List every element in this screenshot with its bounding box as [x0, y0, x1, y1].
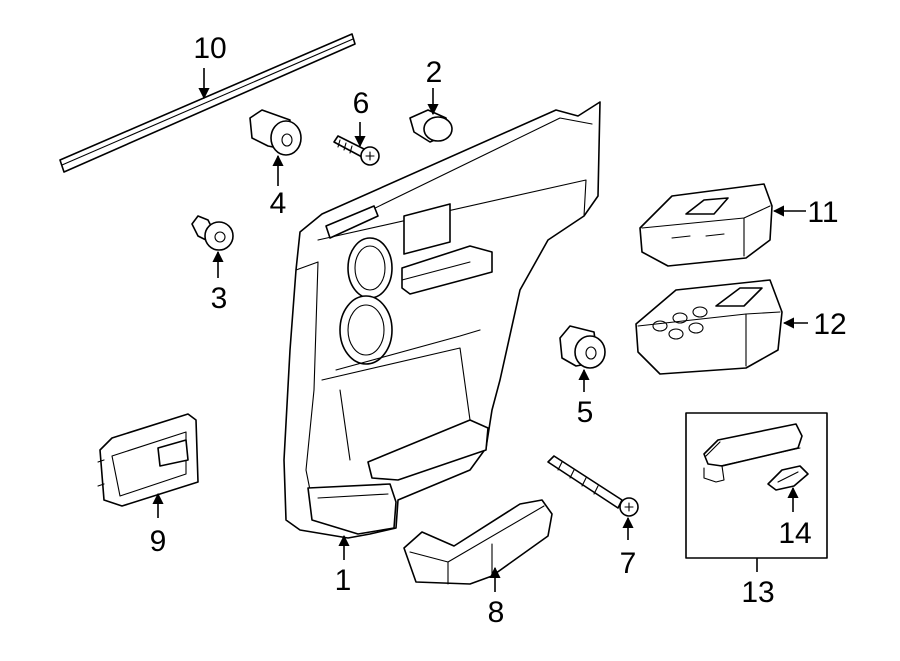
callout-5: 5 [577, 396, 594, 429]
part-8-pull-handle [403, 499, 553, 585]
callout-4: 4 [270, 187, 287, 220]
callout-2: 2 [426, 56, 443, 89]
callout-7: 7 [620, 547, 637, 580]
callout-12: 12 [813, 308, 846, 341]
callout-10: 10 [193, 32, 226, 65]
callout-13: 13 [741, 576, 774, 609]
callout-11: 11 [807, 196, 838, 229]
part-7-bolt [547, 455, 639, 517]
part-13-kit-box [685, 412, 828, 559]
part-3-clip [191, 215, 234, 251]
part-4-retainer [249, 109, 302, 156]
part-1-door-trim-panel [283, 101, 601, 539]
callout-8: 8 [488, 596, 505, 629]
part-10-weatherstrip [59, 33, 356, 173]
callout-9: 9 [150, 525, 167, 558]
part-6-screw [333, 135, 380, 166]
callout-3: 3 [211, 282, 228, 315]
part-2-plug [409, 109, 453, 143]
part-5-grommet [559, 325, 606, 369]
callout-1: 1 [335, 564, 352, 597]
callout-14: 14 [778, 517, 811, 550]
leader-lines [152, 68, 808, 592]
callout-labels: 10 2 6 4 3 11 12 5 9 1 7 8 14 13 [150, 32, 847, 629]
part-11-window-switch [639, 183, 773, 267]
callout-6: 6 [353, 87, 370, 120]
part-12-master-switch [635, 279, 783, 375]
part-9-inner-handle [97, 413, 199, 507]
